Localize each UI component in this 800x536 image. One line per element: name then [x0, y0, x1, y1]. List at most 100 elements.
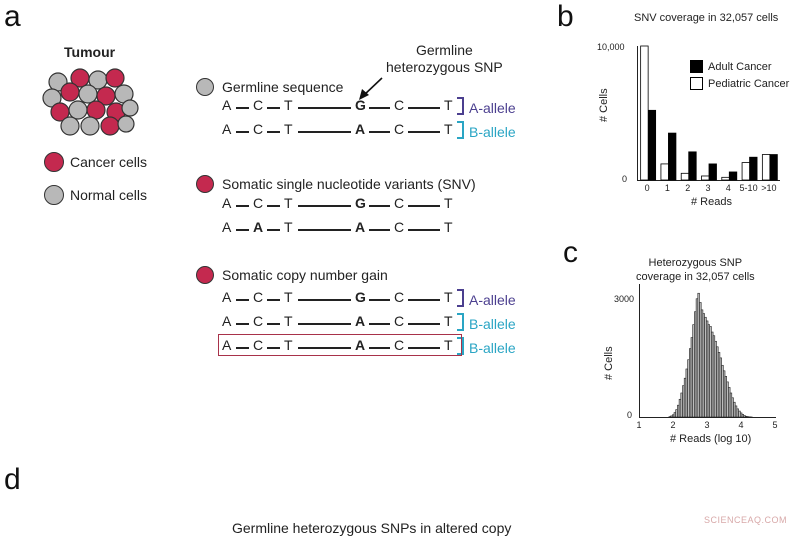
- legend-pediatric-swatch: [690, 77, 703, 90]
- panel-d-partial-text: Germline heterozygous SNPs in altered co…: [232, 520, 511, 536]
- sequence-bond: [408, 299, 440, 301]
- legend-cancer-cells-label: Cancer cells: [70, 154, 147, 170]
- nucleotide-base: A: [222, 219, 231, 235]
- chart-c-ytick-top: 3000: [614, 294, 634, 304]
- nucleotide-base: A: [222, 289, 231, 305]
- sequence-bond: [236, 299, 249, 301]
- panel-d-letter: d: [4, 465, 21, 495]
- gained-allele-box: [218, 334, 462, 356]
- nucleotide-base: T: [444, 97, 453, 113]
- bar-adult-1: [668, 133, 676, 180]
- nucleotide-base: T: [444, 313, 453, 329]
- sequence-bond: [267, 323, 280, 325]
- panel-a-letter: a: [4, 2, 21, 32]
- sequence-bond: [298, 107, 351, 109]
- nucleotide-base: A: [222, 195, 231, 211]
- allele-bracket: [457, 289, 464, 307]
- sequence-bond: [236, 205, 249, 207]
- bar-pediatric-4: [722, 177, 730, 180]
- nucleotide-base: C: [394, 121, 404, 137]
- sequence-bond: [267, 131, 280, 133]
- chart-b-xtick: 1: [665, 183, 670, 193]
- chart-b-xtick: 3: [705, 183, 710, 193]
- tumour-cluster-illustration: [40, 66, 140, 138]
- chart-b-legend: Adult Cancer Pediatric Cancer: [690, 60, 789, 90]
- sequence-bond: [267, 205, 280, 207]
- cnv-section-title: Somatic copy number gain: [222, 267, 388, 283]
- bar-pediatric-2: [681, 173, 689, 180]
- legend-pediatric-label: Pediatric Cancer: [708, 78, 789, 90]
- nucleotide-base: C: [253, 97, 263, 113]
- chart-c-ytick-zero: 0: [627, 410, 632, 420]
- sequence-bond: [369, 107, 390, 109]
- sequence-bond: [267, 229, 280, 231]
- allele-bracket: [457, 97, 464, 115]
- sequence-bond: [369, 131, 390, 133]
- bar-pediatric-3: [702, 176, 710, 180]
- chart-c-plot-area: [639, 284, 776, 418]
- legend-adult-label: Adult Cancer: [708, 61, 772, 73]
- nucleotide-base: C: [253, 313, 263, 329]
- chart-c-xtick: 2: [670, 420, 675, 430]
- chart-c-xtick: 3: [704, 420, 709, 430]
- nucleotide-base: C: [394, 195, 404, 211]
- nucleotide-base: T: [284, 313, 293, 329]
- allele-bracket: [457, 121, 464, 139]
- chart-b-ytick-zero: 0: [622, 174, 627, 184]
- nucleotide-base: T: [284, 121, 293, 137]
- bar-adult-4: [729, 172, 737, 180]
- nucleotide-base: C: [253, 121, 263, 137]
- chart-b-xtick: 0: [645, 183, 650, 193]
- bar-adult-0: [648, 110, 656, 180]
- sequence-bond: [369, 299, 390, 301]
- chart-b-xtick: 2: [685, 183, 690, 193]
- nucleotide-base: G: [355, 195, 366, 211]
- chart-c-svg: [640, 284, 776, 417]
- bar-adult-3: [709, 164, 717, 180]
- sequence-bond: [369, 205, 390, 207]
- bar-pediatric-0: [641, 46, 649, 180]
- cnv-cell-icon: [196, 266, 214, 284]
- bar-adult-6: [770, 155, 778, 180]
- nucleotide-base: A: [222, 97, 231, 113]
- chart-b-ylabel: # Cells: [598, 88, 610, 122]
- sequence-bond: [408, 107, 440, 109]
- snv-section-title: Somatic single nucleotide variants (SNV): [222, 176, 476, 192]
- allele-label: B-allele: [457, 337, 516, 356]
- chart-b-xlabel: # Reads: [691, 196, 732, 208]
- chart-b-xtick: >10: [761, 183, 776, 193]
- sequence-bond: [298, 299, 351, 301]
- chart-c-ylabel: # Cells: [603, 346, 615, 380]
- sequence-bond: [236, 323, 249, 325]
- allele-label: A-allele: [457, 97, 516, 116]
- sequence-bond: [408, 205, 440, 207]
- allele-label-text: B-allele: [469, 316, 516, 332]
- sequence-bond: [369, 323, 390, 325]
- nucleotide-base: T: [284, 289, 293, 305]
- bar-pediatric-1: [661, 164, 669, 180]
- bar-adult-2: [689, 152, 697, 180]
- sequence-bond: [236, 131, 249, 133]
- sequence-bond: [408, 323, 440, 325]
- nucleotide-base: T: [284, 97, 293, 113]
- sequence-bond: [369, 229, 390, 231]
- nucleotide-base: A: [253, 219, 263, 235]
- sequence-bond: [236, 107, 249, 109]
- nucleotide-base: A: [355, 121, 365, 137]
- chart-c-xlabel: # Reads (log 10): [670, 433, 751, 445]
- panel-b-letter: b: [557, 2, 574, 32]
- nucleotide-base: C: [394, 289, 404, 305]
- sequence-bond: [298, 205, 351, 207]
- allele-label: A-allele: [457, 289, 516, 308]
- germline-section-title: Germline sequence: [222, 79, 343, 95]
- watermark: SCIENCEAQ.COM: [704, 515, 787, 525]
- legend-cancer-cell-icon: [44, 152, 64, 172]
- nucleotide-base: C: [394, 97, 404, 113]
- allele-label-text: A-allele: [469, 292, 516, 308]
